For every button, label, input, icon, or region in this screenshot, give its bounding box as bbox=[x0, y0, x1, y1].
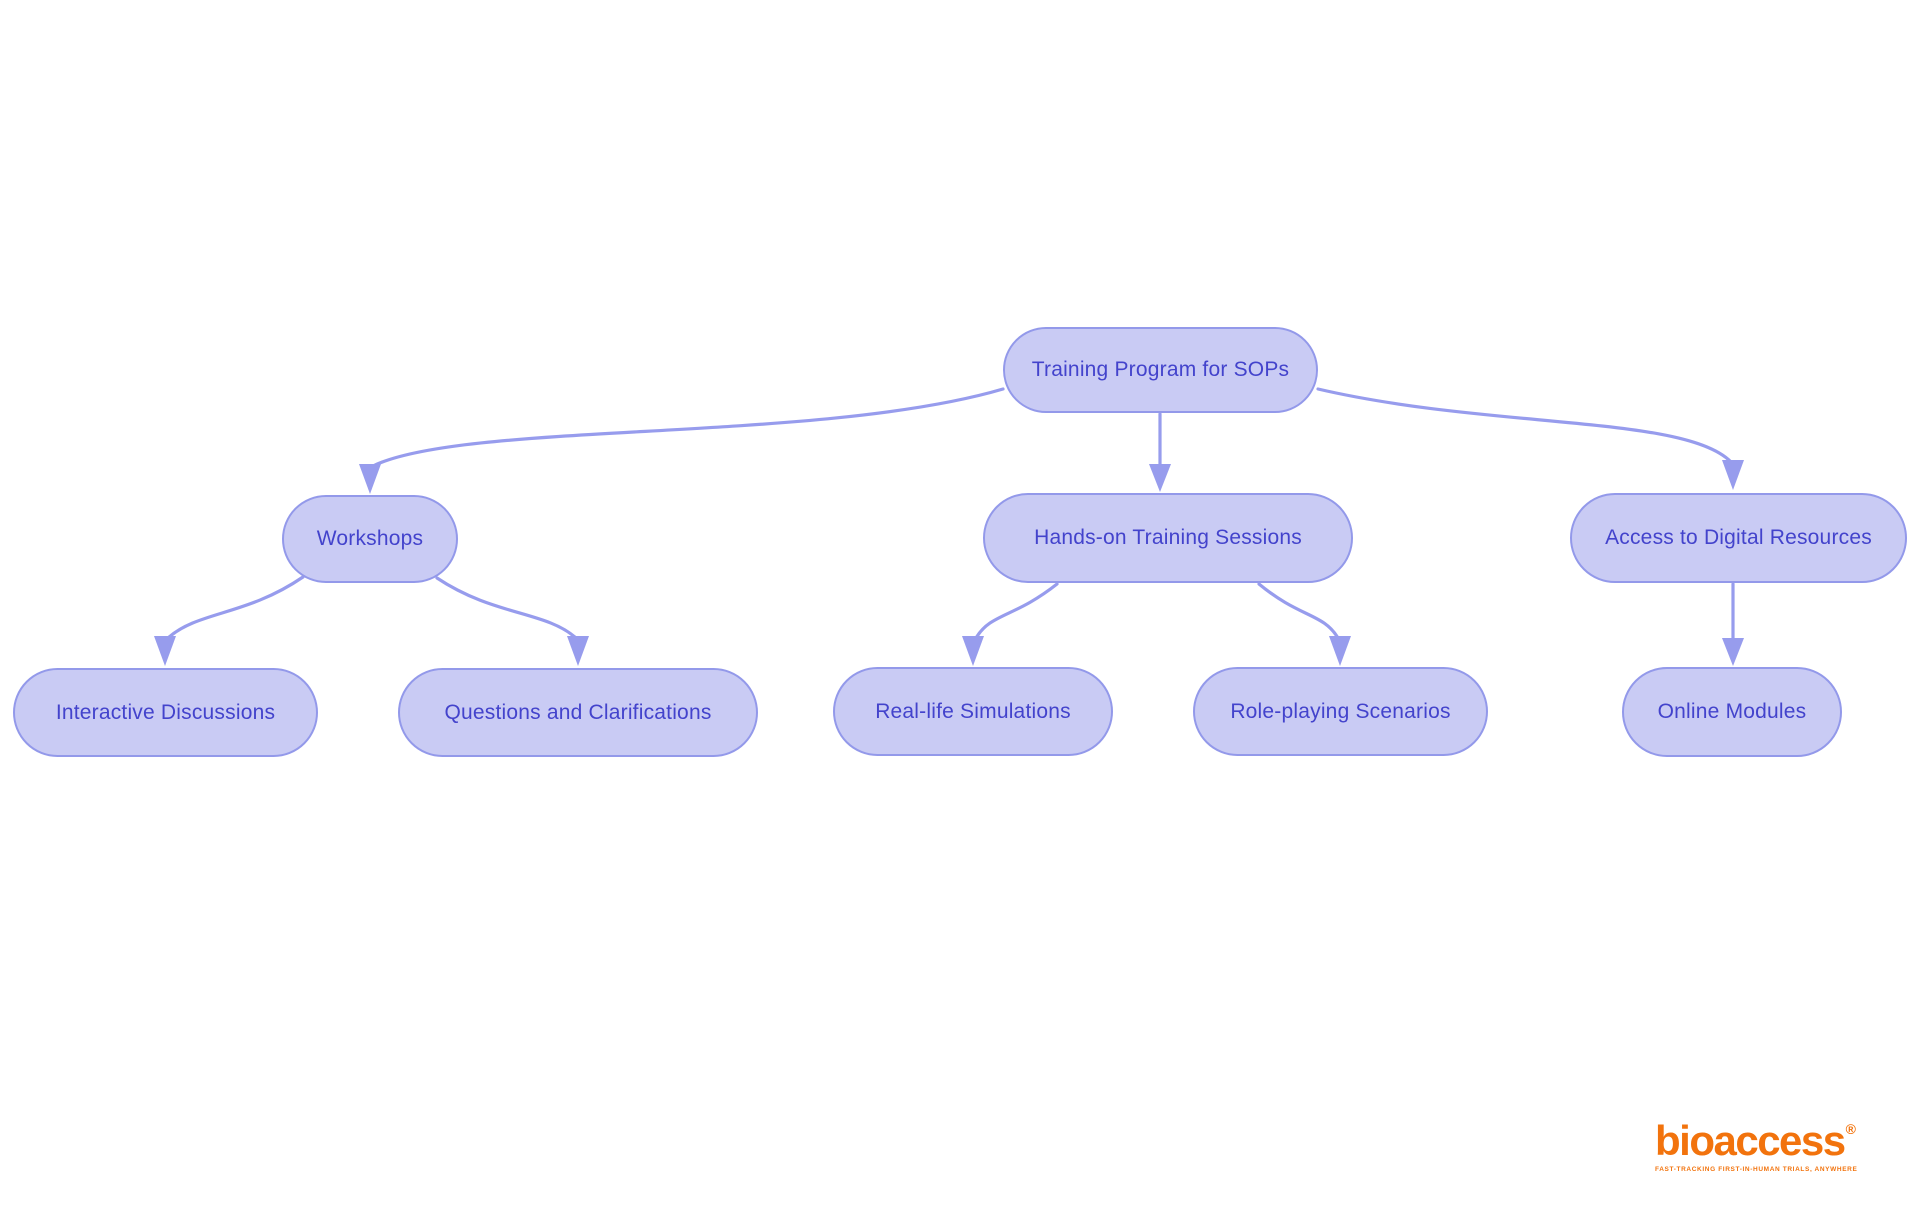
brand-wordmark: bioaccess bbox=[1655, 1117, 1846, 1164]
arrowhead-role-playing-icon bbox=[1329, 636, 1351, 666]
node-role-playing-scenarios: Role-playing Scenarios bbox=[1193, 667, 1488, 756]
node-label: Hands-on Training Sessions bbox=[1034, 526, 1302, 550]
arrowhead-interactive-icon bbox=[154, 636, 176, 666]
arrowhead-questions-icon bbox=[567, 636, 589, 666]
node-real-life-simulations: Real-life Simulations bbox=[833, 667, 1113, 756]
node-workshops: Workshops bbox=[282, 495, 458, 583]
node-label: Real-life Simulations bbox=[875, 699, 1071, 723]
node-hands-on-training-sessions: Hands-on Training Sessions bbox=[983, 493, 1353, 583]
node-label: Questions and Clarifications bbox=[444, 700, 712, 724]
arrowhead-hands-on-icon bbox=[1149, 464, 1171, 492]
edge-hands-on-to-role-playing bbox=[1257, 582, 1340, 640]
node-interactive-discussions: Interactive Discussions bbox=[13, 668, 318, 757]
node-label: Online Modules bbox=[1657, 700, 1807, 724]
node-label: Access to Digital Resources bbox=[1605, 526, 1872, 550]
arrowhead-real-life-icon bbox=[962, 636, 984, 666]
node-label: Training Program for SOPs bbox=[1031, 358, 1290, 382]
edge-root-to-access bbox=[1316, 387, 1733, 464]
arrowhead-workshops-icon bbox=[359, 464, 381, 494]
arrowhead-online-icon bbox=[1722, 638, 1744, 666]
edge-workshops-to-interactive bbox=[166, 575, 305, 640]
registered-trademark-icon: ® bbox=[1845, 1121, 1856, 1137]
node-training-program-for-sops: Training Program for SOPs bbox=[1003, 327, 1318, 413]
edge-root-to-workshops bbox=[371, 387, 1005, 468]
bioaccess-logo: bioaccess ® FAST-TRACKING FIRST-IN-HUMAN… bbox=[1655, 1117, 1875, 1174]
node-online-modules: Online Modules bbox=[1622, 667, 1842, 757]
node-label: Interactive Discussions bbox=[55, 700, 276, 724]
arrowhead-access-icon bbox=[1722, 460, 1744, 490]
node-label: Workshops bbox=[316, 527, 424, 551]
edge-workshops-to-questions bbox=[435, 576, 578, 640]
edge-hands-on-to-real-life bbox=[974, 582, 1059, 640]
node-label: Role-playing Scenarios bbox=[1230, 699, 1451, 723]
node-questions-and-clarifications: Questions and Clarifications bbox=[398, 668, 758, 757]
node-access-to-digital-resources: Access to Digital Resources bbox=[1570, 493, 1907, 583]
brand-tagline: FAST-TRACKING FIRST-IN-HUMAN TRIALS, ANY… bbox=[1655, 1166, 1858, 1173]
